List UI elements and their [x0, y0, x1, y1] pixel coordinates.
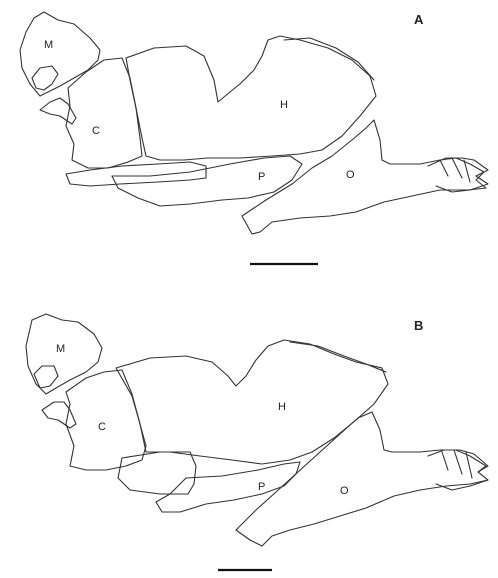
panel-b-bone-h — [116, 340, 388, 464]
panel-a-label-m: M — [44, 39, 53, 51]
panel-b-bone-o — [236, 412, 488, 546]
panel-a-bone-c — [66, 58, 142, 168]
panel-a-bone-lower-bar — [66, 162, 206, 186]
panel-a-bone-h — [126, 36, 376, 160]
panel-a-teeth — [428, 158, 488, 192]
panel-b-bone-p — [156, 462, 300, 512]
panel-b-label-c: C — [98, 421, 106, 433]
panel-a: A M C H P O — [20, 12, 488, 264]
panel-b-bone-m-inner — [34, 366, 58, 388]
panel-a-bone-c-spur — [40, 98, 76, 124]
panel-a-bone-p — [112, 156, 302, 206]
panel-a-label-c: C — [92, 125, 100, 137]
panel-a-bone-m — [20, 12, 100, 96]
panel-b-bone-lower-block — [118, 452, 196, 494]
panel-b-label-o: O — [340, 485, 349, 497]
panel-b-label-p: P — [258, 481, 265, 493]
panel-b-bone-c — [66, 370, 146, 470]
panel-a-bone-o — [242, 120, 486, 234]
panel-b-teeth — [428, 450, 488, 490]
panel-a-letter: A — [414, 12, 424, 27]
panel-a-label-h: H — [280, 99, 288, 111]
panel-b: B M C H P O — [26, 314, 488, 570]
panel-a-label-o: O — [346, 169, 355, 181]
panel-a-label-p: P — [258, 171, 265, 183]
panel-b-bone-h-rim — [290, 342, 386, 372]
panel-b-letter: B — [414, 318, 423, 333]
panel-b-label-m: M — [56, 343, 65, 355]
panel-a-bone-h-rim — [284, 38, 374, 80]
panel-b-bone-c-spur — [42, 402, 76, 428]
panel-b-label-h: H — [278, 401, 286, 413]
panel-a-bone-m-inner — [32, 66, 58, 90]
